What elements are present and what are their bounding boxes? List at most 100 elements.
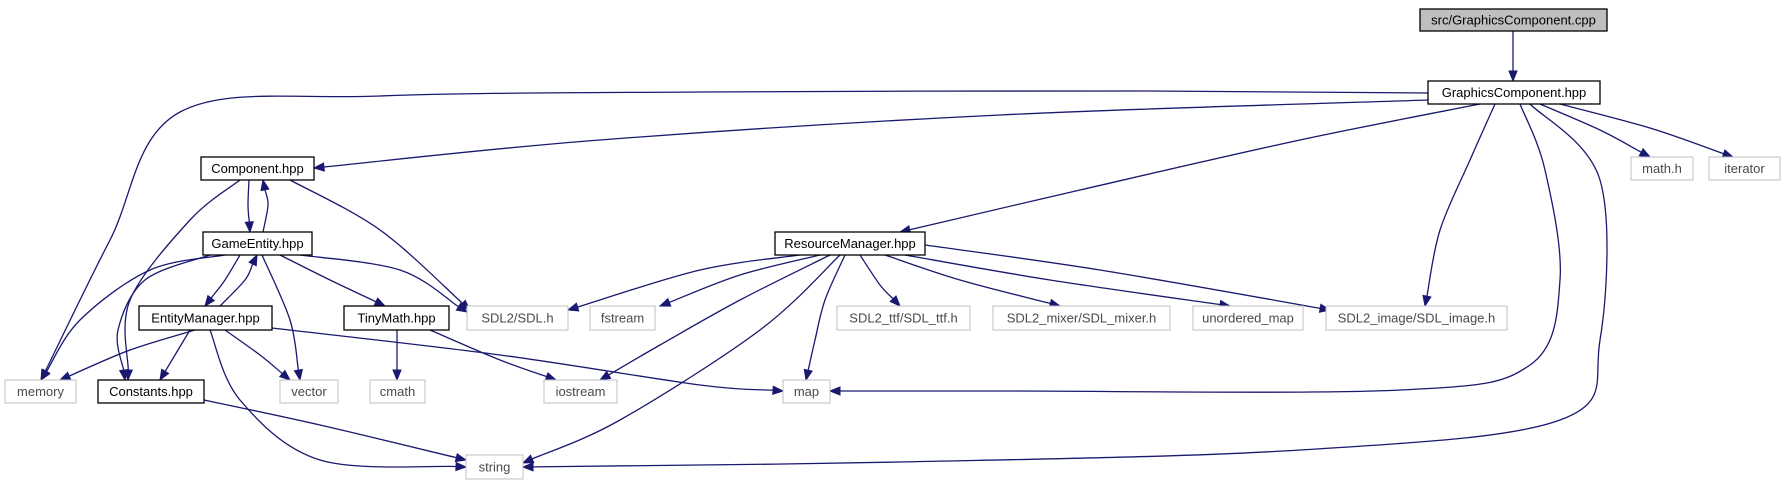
edge-line xyxy=(224,329,283,375)
edge-arrowhead xyxy=(658,297,672,307)
node-root[interactable]: src/GraphicsComponent.cpp xyxy=(1419,8,1608,32)
node-mathh[interactable]: math.h xyxy=(1630,156,1694,181)
edge-line xyxy=(1426,103,1496,297)
edge-gc-to-comp xyxy=(312,99,1429,172)
node-ttf[interactable]: SDL2_ttf/SDL_ttf.h xyxy=(836,305,971,331)
node-string[interactable]: string xyxy=(465,454,524,480)
edge-tm-to-cmath xyxy=(392,330,402,382)
node-mixer[interactable]: SDL2_mixer/SDL_mixer.h xyxy=(992,305,1171,331)
node-comp[interactable]: Component.hpp xyxy=(200,156,315,181)
edge-ge-to-vector xyxy=(261,254,303,382)
edge-line xyxy=(262,189,269,233)
node-box xyxy=(992,305,1171,331)
node-box xyxy=(4,379,77,404)
edge-line xyxy=(807,254,846,371)
node-box xyxy=(138,305,273,331)
node-box xyxy=(1192,305,1304,331)
edge-line xyxy=(884,254,1051,305)
node-label: GameEntity.hpp xyxy=(211,236,303,251)
node-em[interactable]: EntityManager.hpp xyxy=(138,305,273,331)
edge-tm-to-iostream xyxy=(429,329,558,381)
edge-em-to-ge xyxy=(219,253,258,307)
edge-arrowhead xyxy=(312,162,325,172)
edge-line xyxy=(209,329,457,468)
node-label: GraphicsComponent.hpp xyxy=(1442,85,1587,100)
node-vector[interactable]: vector xyxy=(279,379,339,404)
node-map[interactable]: map xyxy=(782,379,831,404)
node-label: Constants.hpp xyxy=(109,384,193,399)
edge-line xyxy=(299,254,459,308)
file-nodes: src/GraphicsComponent.cppGraphicsCompone… xyxy=(4,8,1781,480)
edge-rm-to-fstream xyxy=(658,254,821,307)
node-umap[interactable]: unordered_map xyxy=(1192,305,1304,331)
edge-line xyxy=(532,103,1608,468)
edge-line xyxy=(1559,103,1724,155)
edge-line xyxy=(429,329,547,378)
edge-gc-to-image xyxy=(1422,103,1496,308)
edge-line xyxy=(271,327,774,391)
edge-arrowhead xyxy=(260,178,270,192)
node-image[interactable]: SDL2_image/SDL_image.h xyxy=(1325,305,1508,331)
edge-arrowhead xyxy=(772,385,785,395)
edge-arrowhead xyxy=(1422,294,1432,308)
edge-ge-to-sdl xyxy=(299,254,469,313)
node-box xyxy=(1708,156,1781,181)
edge-line xyxy=(608,254,831,376)
edge-line xyxy=(279,254,377,303)
edge-arrowhead xyxy=(828,386,841,396)
node-gc[interactable]: GraphicsComponent.hpp xyxy=(1427,80,1601,105)
node-rm[interactable]: ResourceManager.hpp xyxy=(774,231,926,256)
node-label: TinyMath.hpp xyxy=(357,311,435,326)
edge-line xyxy=(859,254,894,300)
node-fstream[interactable]: fstream xyxy=(589,305,656,331)
node-label: math.h xyxy=(1642,161,1682,176)
node-memory[interactable]: memory xyxy=(4,379,77,404)
edge-arrowhead xyxy=(454,452,468,463)
edge-line xyxy=(210,254,241,299)
node-iostream[interactable]: iostream xyxy=(543,379,618,404)
node-label: Component.hpp xyxy=(211,161,304,176)
node-cmath[interactable]: cmath xyxy=(369,379,426,404)
node-tm[interactable]: TinyMath.hpp xyxy=(343,305,450,331)
edge-line xyxy=(669,254,821,303)
edge-arrowhead xyxy=(544,372,558,381)
edge-arrowhead xyxy=(1638,147,1652,158)
node-const[interactable]: Constants.hpp xyxy=(97,379,205,404)
edge-line xyxy=(68,329,196,377)
edge-gc-to-mathh xyxy=(1539,103,1652,158)
edge-arrowhead xyxy=(204,294,216,308)
edge-rm-to-map xyxy=(803,254,846,382)
dependency-edges xyxy=(40,31,1735,472)
edge-line xyxy=(45,254,226,372)
edge-line xyxy=(247,179,250,223)
edge-rm-to-sdl xyxy=(566,254,801,312)
node-box xyxy=(774,231,926,256)
node-label: ResourceManager.hpp xyxy=(784,236,916,251)
node-label: iterator xyxy=(1724,161,1765,176)
edge-const-to-string xyxy=(203,399,468,463)
edge-arrowhead xyxy=(455,461,468,472)
node-label: string xyxy=(479,460,511,475)
node-sdl[interactable]: SDL2/SDL.h xyxy=(466,305,569,331)
edge-rm-to-umap xyxy=(904,254,1232,310)
edge-arrowhead xyxy=(521,454,535,464)
node-box xyxy=(279,379,339,404)
edge-arrowhead xyxy=(159,368,170,382)
edge-line xyxy=(531,254,841,460)
node-label: fstream xyxy=(601,311,644,326)
edge-arrowhead xyxy=(118,368,129,382)
edge-em-to-map xyxy=(271,327,785,395)
node-ge[interactable]: GameEntity.hpp xyxy=(202,231,313,256)
node-iterator[interactable]: iterator xyxy=(1708,156,1781,181)
node-box xyxy=(465,454,524,480)
edge-line xyxy=(839,103,1562,393)
edge-em-to-string xyxy=(209,329,468,472)
node-box xyxy=(1427,80,1601,105)
edge-gc-to-map xyxy=(828,103,1562,396)
node-box xyxy=(369,379,426,404)
node-label: unordered_map xyxy=(1202,311,1294,326)
edge-line xyxy=(1539,103,1642,153)
edge-ge-to-em xyxy=(204,254,241,308)
edge-gc-to-string xyxy=(521,103,1608,472)
